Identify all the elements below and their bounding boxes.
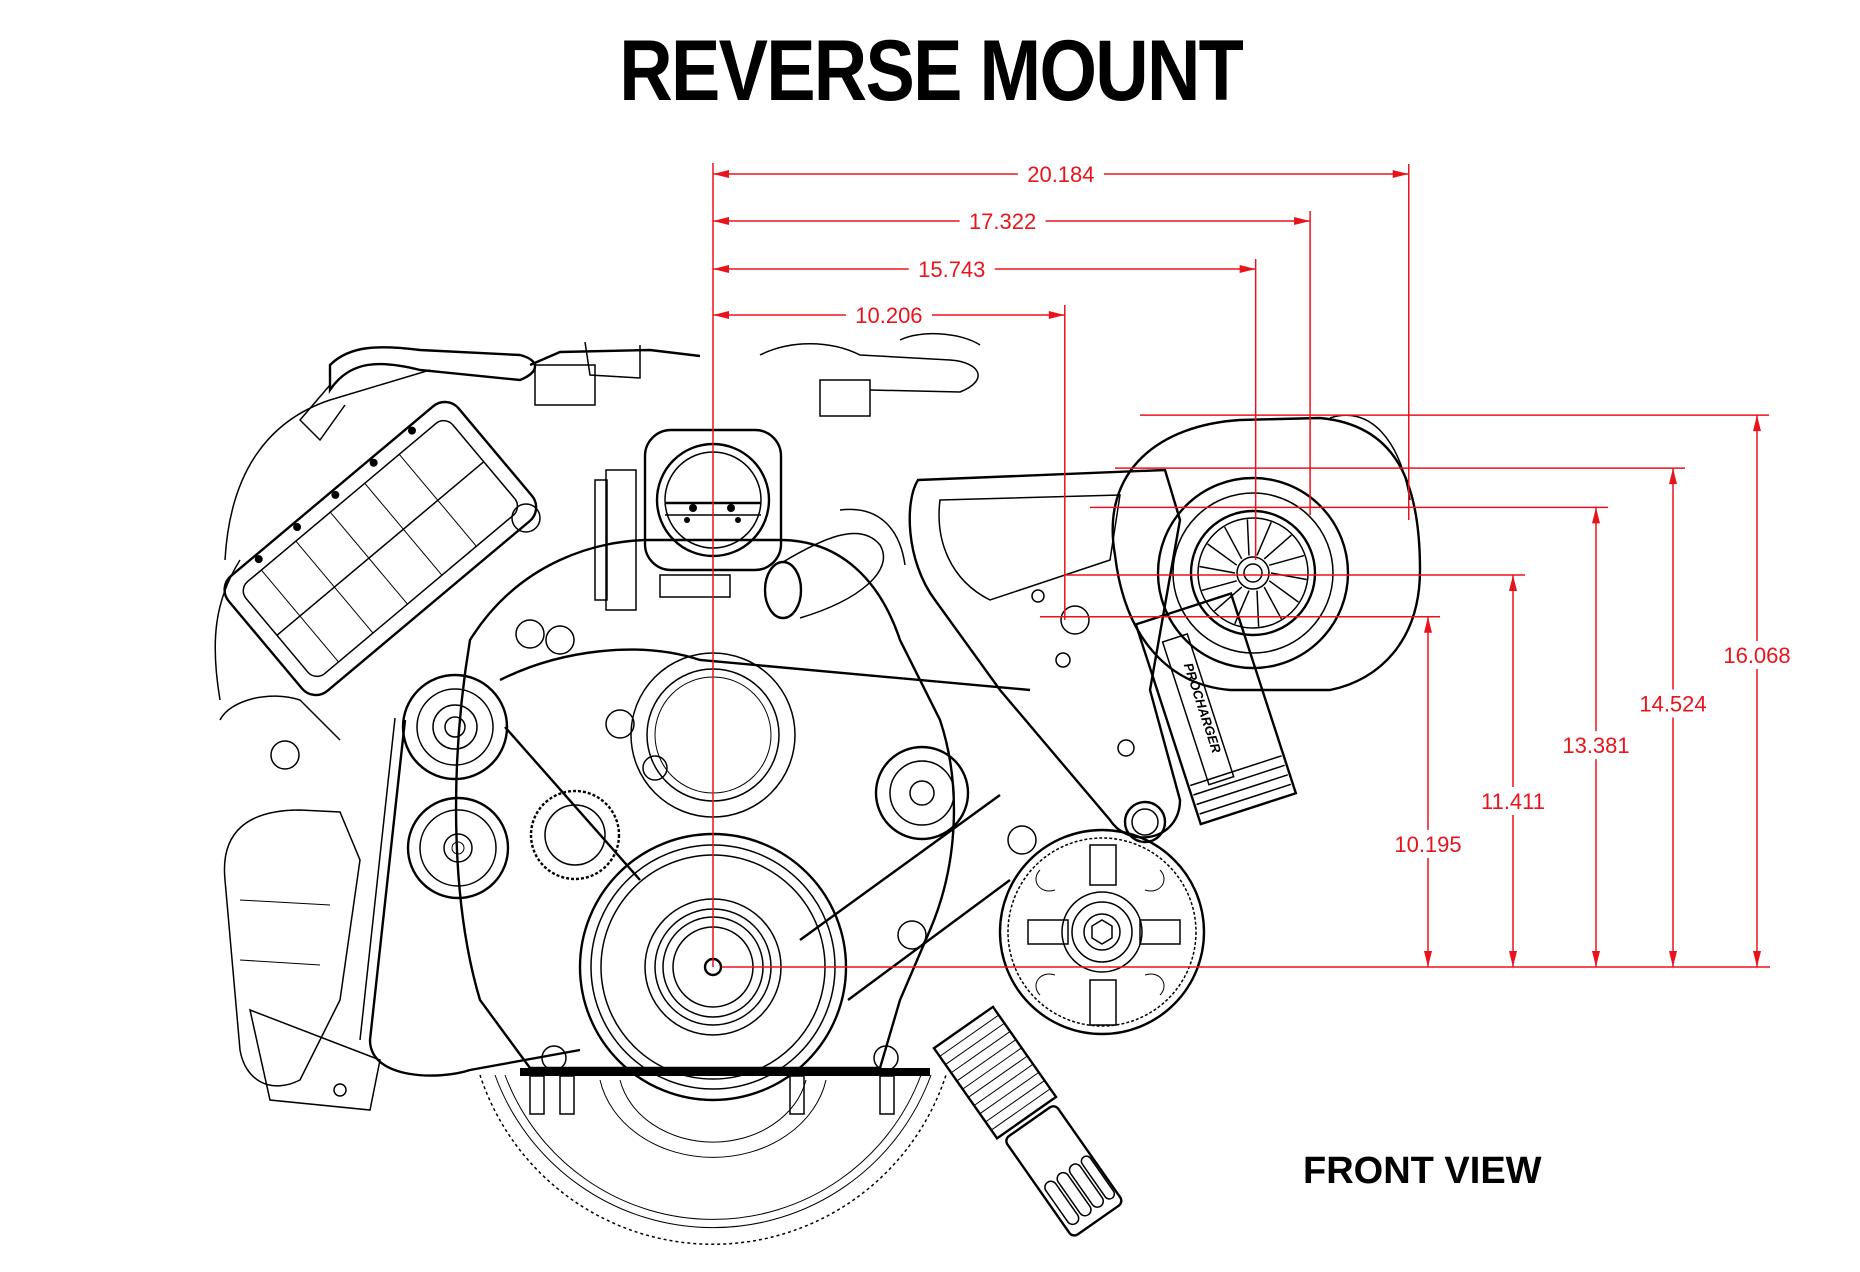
horizontal-dimension-label-h3: 15.743 [918, 257, 985, 282]
timing-cover [454, 538, 956, 1070]
dimension-arrow [1048, 311, 1065, 319]
horizontal-dimension-label-h1: 20.184 [1027, 162, 1094, 187]
impeller-blade [1256, 590, 1260, 627]
oil-pan-rail [520, 1068, 930, 1076]
impeller-blade [1201, 580, 1237, 592]
alternator [998, 828, 1206, 1036]
dimension-arrow [1509, 951, 1517, 967]
dimension-arrow [1753, 951, 1761, 967]
horizontal-dimension-label-h4: 10.206 [855, 303, 922, 328]
dimension-arrow [1424, 616, 1432, 633]
dimension-arrow [1509, 575, 1517, 592]
intake-hoses [298, 332, 981, 442]
impeller-blade [1199, 565, 1236, 574]
accessory-pulleys [270, 503, 1037, 1071]
impeller-blade [1214, 586, 1243, 612]
vertical-dimension-label-v5: 16.068 [1723, 643, 1790, 668]
exhaust-manifold [219, 695, 381, 1111]
impeller-blade [1268, 580, 1299, 603]
impeller-blade [1234, 590, 1250, 625]
impeller-blade [1246, 519, 1250, 556]
serpentine-belt [359, 648, 1031, 1077]
vertical-dimension-label-v4: 14.524 [1639, 692, 1706, 717]
dimension-arrow [1424, 951, 1432, 967]
horizontal-dimension-label-h2: 17.322 [969, 209, 1036, 234]
flywheel [479, 1074, 947, 1246]
supercharger [1111, 414, 1422, 692]
inlet-elbow [763, 508, 906, 620]
impeller-blade [1263, 534, 1292, 560]
impeller-blade [1263, 586, 1283, 620]
left-cylinder-head [223, 400, 538, 697]
vertical-dimension-label-v1: 10.195 [1394, 832, 1461, 857]
throttle-body [594, 428, 783, 611]
brand-label: PROCHARGER [1181, 661, 1224, 756]
dimension-arrow [713, 170, 729, 178]
dimension-arrow [1392, 170, 1409, 178]
impeller-blades [1199, 519, 1307, 627]
vertical-dimension-label-v3: 13.381 [1562, 733, 1629, 758]
view-label: FRONT VIEW [1303, 1150, 1542, 1192]
impeller-blade [1223, 526, 1243, 560]
dimension-arrow [713, 265, 729, 273]
dimension-annotations: 20.184 17.322 15.743 10.206 10.195 11.411 13.3… [712, 162, 1791, 968]
dimension-arrow [1753, 415, 1761, 432]
oil-filter [932, 1005, 1123, 1237]
impeller-blade [1256, 521, 1272, 556]
dimension-arrow [713, 217, 729, 225]
drawing-title: REVERSE MOUNT [619, 23, 1244, 119]
dimension-arrow [1294, 217, 1311, 225]
dimension-arrow [1592, 507, 1600, 524]
dimension-arrow [1669, 468, 1677, 485]
impeller-blade [1207, 543, 1238, 566]
impeller-blade [1270, 572, 1307, 581]
supercharger-bracket [908, 468, 1182, 844]
impeller-blade [1269, 554, 1305, 566]
engine-line-art: PROCHARGER [214, 332, 1422, 1246]
dimension-arrow [713, 311, 729, 319]
vertical-dimension-label-v2: 11.411 [1481, 789, 1545, 814]
dimension-arrow [1592, 951, 1600, 967]
dimension-arrow [1669, 951, 1677, 967]
dimension-arrow [1239, 265, 1256, 273]
